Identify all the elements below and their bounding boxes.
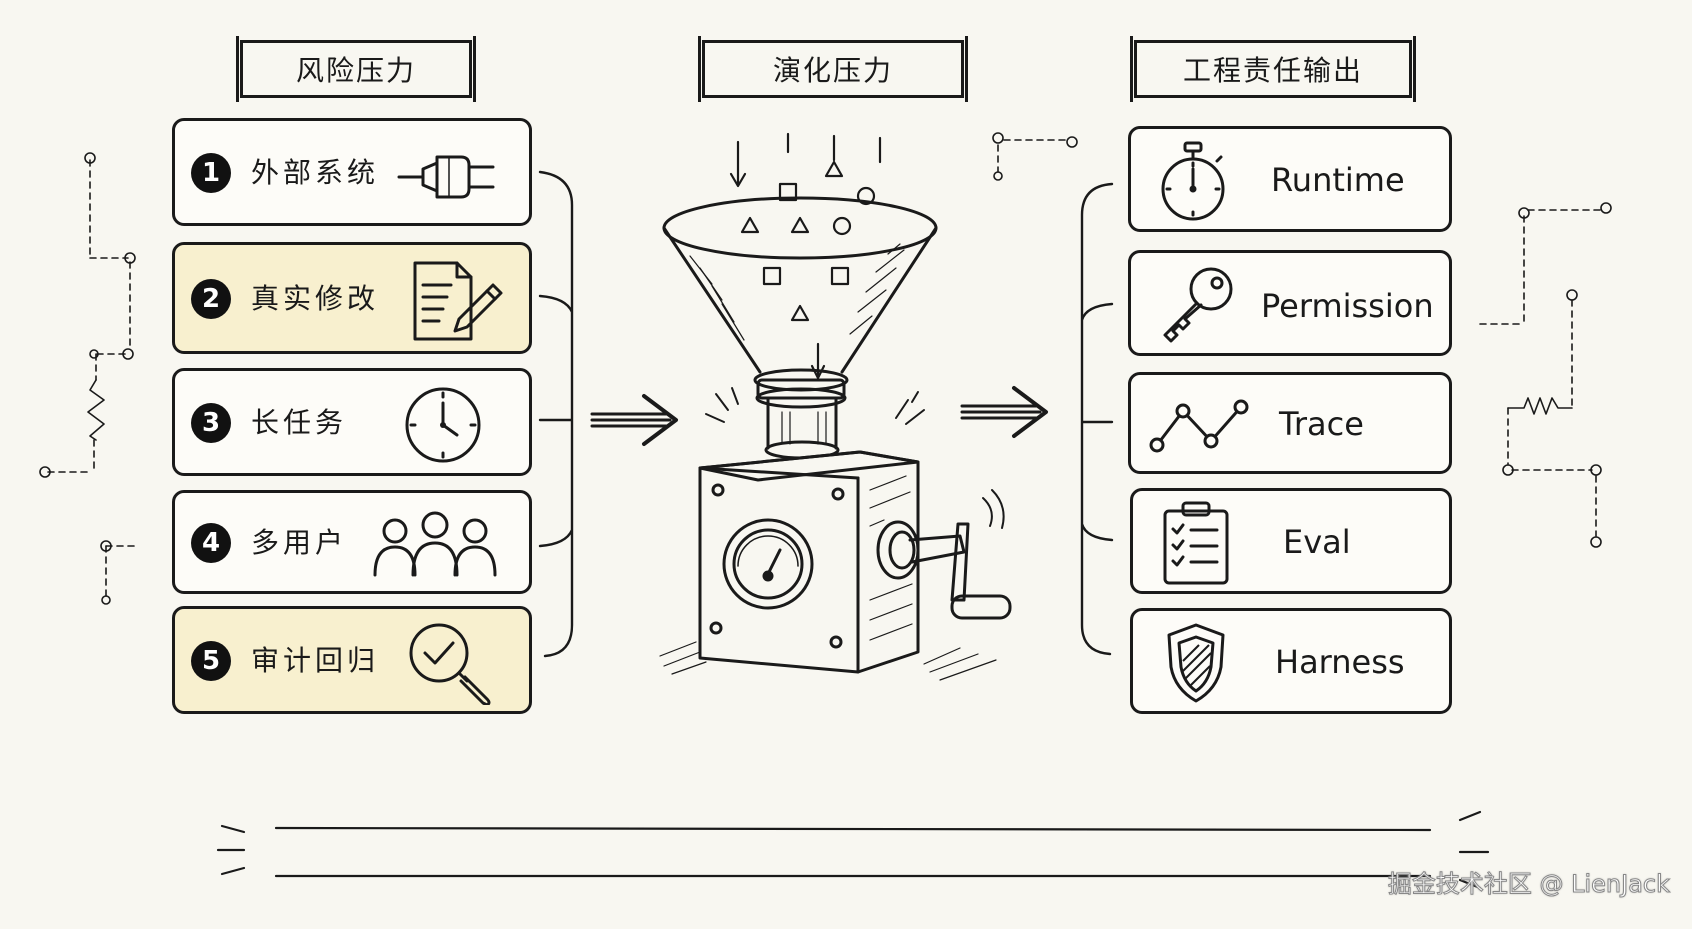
output-card-runtime: Runtime — [1128, 126, 1452, 232]
plug-icon — [397, 155, 495, 199]
funnel-hatching — [689, 243, 905, 445]
right-bracket — [1080, 182, 1114, 656]
risk-number-badge: 3 — [191, 403, 231, 443]
risk-card-1: 1 外部系统 — [172, 118, 532, 226]
grinder-machine — [698, 450, 1012, 674]
risk-card-2: 2 真实修改 — [172, 242, 532, 354]
clock-icon — [405, 387, 481, 463]
header-evolution-pressure: 演化压力 — [698, 36, 968, 102]
key-icon — [1163, 267, 1233, 343]
output-label: Permission — [1261, 287, 1434, 325]
bottom-bar — [216, 810, 1490, 890]
header-engineering-output: 工程责任输出 — [1130, 36, 1416, 102]
motion-ticks — [705, 387, 1005, 529]
circuit-decoration-top — [997, 139, 1071, 173]
header-risk-pressure: 风险压力 — [236, 36, 476, 102]
search-check-icon — [409, 623, 491, 705]
circuit-decoration-right — [1479, 209, 1603, 537]
output-label: Eval — [1283, 523, 1351, 561]
resistor-left — [87, 379, 105, 441]
risk-label: 多用户 — [251, 526, 348, 559]
risk-label: 真实修改 — [251, 282, 380, 315]
trace-graph-icon — [1149, 399, 1249, 453]
output-card-eval: Eval — [1130, 488, 1452, 594]
risk-label: 外部系统 — [251, 156, 380, 189]
risk-card-3: 3 长任务 — [172, 368, 532, 476]
arrow-left-to-machine — [590, 394, 678, 446]
output-card-trace: Trace — [1128, 372, 1452, 474]
risk-card-5: 5 审计回归 — [172, 606, 532, 714]
output-label: Runtime — [1271, 161, 1405, 199]
risk-number-badge: 1 — [191, 153, 231, 193]
output-label: Harness — [1275, 643, 1405, 681]
machine-hatching — [659, 475, 997, 681]
left-bracket — [538, 170, 574, 658]
clipboard-checklist-icon — [1163, 501, 1229, 585]
document-edit-icon — [413, 261, 503, 341]
output-label: Trace — [1279, 405, 1364, 443]
stopwatch-icon — [1161, 141, 1225, 221]
resistor-right — [1507, 397, 1573, 415]
output-card-permission: Permission — [1128, 250, 1452, 356]
users-icon — [373, 511, 497, 577]
risk-label: 审计回归 — [251, 644, 380, 677]
risk-number-badge: 2 — [191, 279, 231, 319]
circuit-decoration-left — [47, 159, 139, 597]
arrow-machine-to-output — [960, 386, 1048, 438]
risk-number-badge: 5 — [191, 641, 231, 681]
risk-number-badge: 4 — [191, 523, 231, 563]
watermark: 掘金技术社区 @ LienJack — [1387, 870, 1670, 899]
risk-label: 长任务 — [251, 406, 348, 439]
risk-card-4: 4 多用户 — [172, 490, 532, 594]
funnel — [662, 196, 938, 460]
shield-icon — [1167, 623, 1225, 703]
output-card-harness: Harness — [1130, 608, 1452, 714]
